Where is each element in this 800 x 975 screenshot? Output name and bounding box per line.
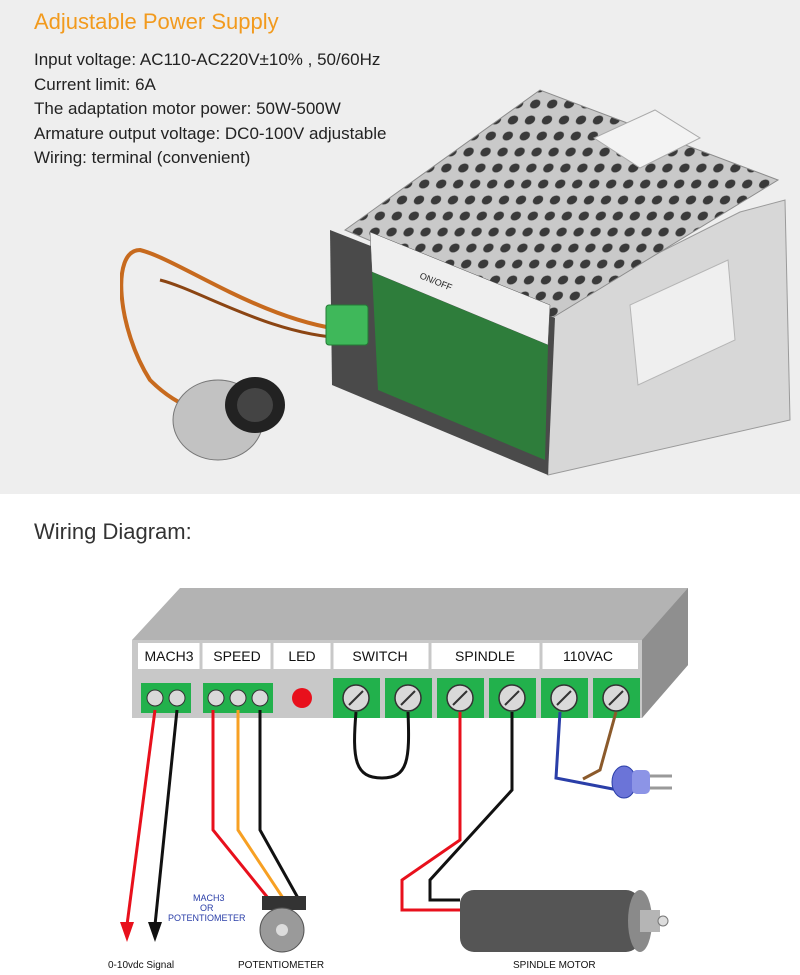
spec-current-limit: Current limit: 6A [34,74,156,94]
spec-motor-power: The adaptation motor power: 50W-500W [34,99,341,118]
section-label-spindle: SPINDLE [455,648,515,664]
product-panel: Adjustable Power Supply Input voltage: A… [0,0,800,494]
mach3-or-pot-line2: OR [200,903,214,913]
signal-wire-red [125,709,157,926]
ac-plug [611,765,672,799]
pot-wire-orange [236,710,285,899]
potentiometer-symbol [259,896,306,953]
spec-input-voltage: Input voltage: AC110-AC220V±10% , 50/60H… [34,50,381,69]
ac-wire-brown [582,711,618,781]
spindle-wire-black [428,712,514,902]
pot-wire-red [211,710,270,899]
speed-screw-3[interactable] [251,689,269,707]
spec-wiring: Wiring: terminal (convenient) [34,148,251,167]
spec-list: Input voltage: AC110-AC220V±10% , 50/60H… [34,48,386,171]
signal-arrow-red [120,922,134,942]
mach3-or-pot-line1: MACH3 [193,893,225,903]
potentiometer-knob-cap [237,388,273,422]
spindle-motor-label: SPINDLE MOTOR [513,960,596,971]
section-label-110vac: 110VAC [563,648,613,664]
side-label [629,259,736,386]
section-label-led: LED [288,648,315,664]
spindle-motor [460,890,669,952]
signal-wire-black [153,709,179,926]
section-label-switch: SWITCH [352,648,407,664]
label-bar [138,643,638,669]
wires [125,709,619,926]
mach3-screw-1[interactable] [146,689,164,707]
section-label-speed: SPEED [213,648,260,664]
signal-connector [325,304,369,346]
spindle-wire-red [400,712,462,912]
potentiometer-label: POTENTIOMETER [238,960,324,971]
mach3-screw-2[interactable] [168,689,186,707]
enclosure-side [642,588,688,718]
power-supply-photo: ON/OFF [120,89,791,476]
enclosure-top [132,588,688,718]
signal-label: 0-10vdc Signal [108,960,174,971]
pot-wire-black [258,710,300,899]
ac-wire-blue [554,711,619,792]
pot-cable [120,247,346,412]
section-label-mach3: MACH3 [144,648,193,664]
top-label [592,109,702,169]
signal-arrow-black [148,922,162,942]
product-title: Adjustable Power Supply [34,9,279,34]
circuit-board [372,272,548,460]
speed-screw-2[interactable] [229,689,247,707]
label-dividers [199,643,543,669]
mach3-or-pot-line3: POTENTIOMETER [168,913,246,923]
led-indicator [292,688,312,708]
wiring-diagram: MACH3 SPEED LED SWITCH SPINDLE 110VAC [108,588,688,971]
pot-cable-2 [159,278,346,340]
switch-jumper [353,711,411,780]
wiring-title: Wiring Diagram: [34,519,192,544]
speed-screw-1[interactable] [207,689,225,707]
spec-output-voltage: Armature output voltage: DC0-100V adjust… [34,123,387,143]
